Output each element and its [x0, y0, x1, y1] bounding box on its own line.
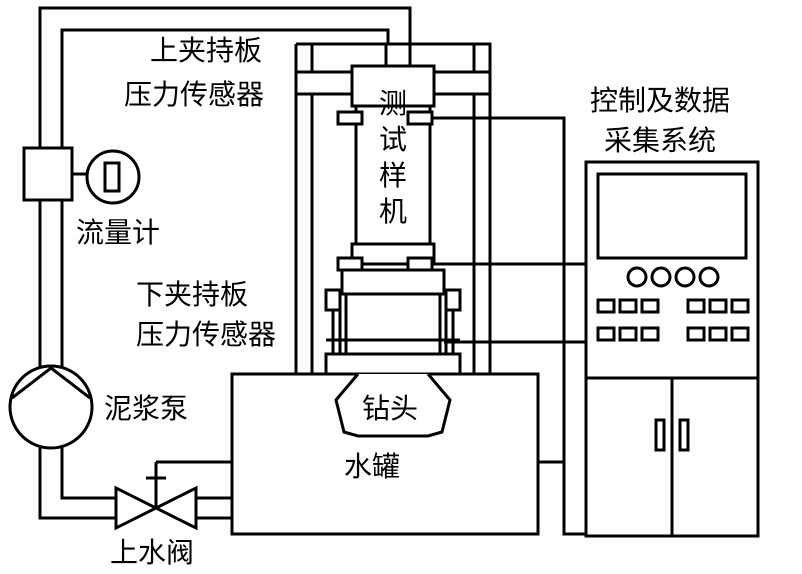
inlet-valve-symbol: [114, 460, 232, 531]
mud-pump-symbol: [8, 364, 94, 450]
drill-bit-symbol: [334, 373, 452, 438]
test-machine-char-1: 测: [378, 87, 407, 120]
inlet-valve-label: 上水阀: [110, 536, 195, 569]
flow-meter-label: 流量计: [76, 216, 161, 249]
test-machine-char-2: 试: [378, 123, 407, 156]
test-machine-label: 测 试 样 机: [375, 86, 411, 230]
lower-plate-sensor-label-line2: 压力传感器: [136, 318, 277, 351]
control-system-label-line2: 采集系统: [604, 124, 717, 157]
signal-lines: [432, 116, 586, 536]
flow-meter-symbol: [22, 146, 141, 205]
control-cabinet: [584, 160, 760, 538]
upper-plate-sensor-label-line2: 压力传感器: [124, 78, 265, 111]
test-specimen: [324, 64, 462, 376]
lower-plate-sensor-label-line1: 下夹持板: [136, 278, 249, 311]
control-system-label-line1: 控制及数据: [590, 84, 731, 117]
pipe-loop: [38, 6, 412, 520]
mud-pump-label: 泥浆泵: [104, 392, 189, 425]
test-machine-char-4: 机: [378, 195, 407, 228]
drill-bit-label: 钻头: [362, 392, 419, 425]
water-tank-label: 水罐: [344, 450, 401, 483]
upper-plate-sensor-label-line1: 上夹持板: [150, 34, 263, 67]
test-machine-char-3: 样: [378, 159, 407, 192]
